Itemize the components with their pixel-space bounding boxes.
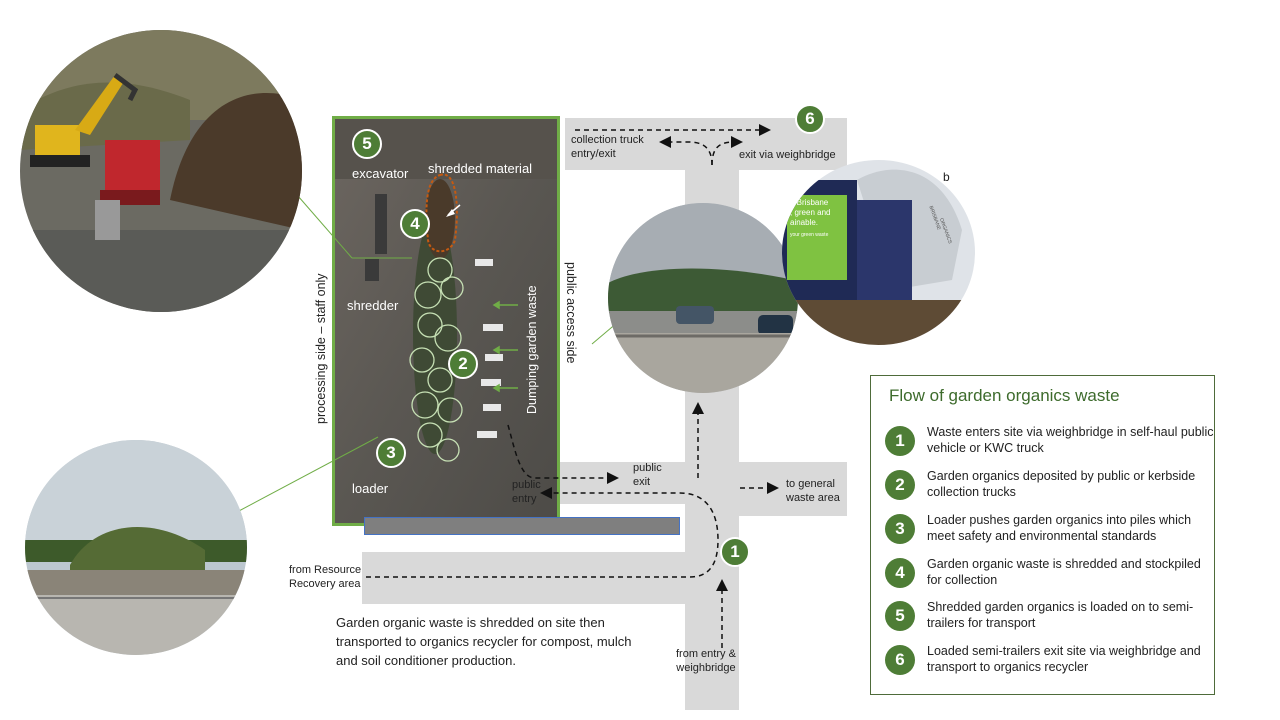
legend-badge-6: 6 xyxy=(885,645,915,675)
legend-item-2: 2 Garden organics deposited by public or… xyxy=(885,468,1210,508)
legend-badge-5: 5 xyxy=(885,601,915,631)
legend-text-6: Loaded semi-trailers exit site via weigh… xyxy=(927,644,1201,674)
diagram-caption: Garden organic waste is shredded on site… xyxy=(336,615,632,668)
badge-2: 2 xyxy=(448,349,478,379)
label-shredder: shredder xyxy=(347,298,399,313)
legend-box: Flow of garden organics waste 1 Waste en… xyxy=(870,375,1215,695)
label-public-entry: public entry xyxy=(512,479,541,505)
label-exit-weighbridge: exit via weighbridge xyxy=(739,149,836,161)
photo-letter-b: b xyxy=(943,170,950,184)
legend-text-1: Waste enters site via weighbridge in sel… xyxy=(927,425,1214,455)
legend-item-3: 3 Loader pushes garden organics into pil… xyxy=(885,512,1210,552)
photo-collection-truck: g Brisbane , green and ainable. your gre… xyxy=(782,160,975,345)
label-loader: loader xyxy=(352,481,389,496)
stockpile-outlines xyxy=(409,173,464,462)
legend-badge-4: 4 xyxy=(885,558,915,588)
legend-item-6: 6 Loaded semi-trailers exit site via wei… xyxy=(885,643,1210,683)
badge-5: 5 xyxy=(352,129,382,159)
car-icon xyxy=(676,306,714,324)
badge-3: 3 xyxy=(376,438,406,468)
badge-1: 1 xyxy=(720,537,750,567)
badge-4: 4 xyxy=(400,209,430,239)
photo-public-access xyxy=(608,203,798,393)
legend-text-5: Shredded garden organics is loaded on to… xyxy=(927,600,1194,630)
legend-item-4: 4 Garden organic waste is shredded and s… xyxy=(885,556,1210,596)
photo-garden-pile-loader xyxy=(25,440,247,655)
badge-6: 6 xyxy=(795,104,825,134)
truck-sign-text-2: , green and xyxy=(790,208,831,217)
barrier-bar xyxy=(364,517,680,535)
shredder-icon xyxy=(95,140,160,240)
label-shredded-material: shredded material xyxy=(428,161,533,176)
legend-badge-3: 3 xyxy=(885,514,915,544)
label-from-resource-recovery: from Resource Recovery area xyxy=(289,564,362,590)
legend-title: Flow of garden organics waste xyxy=(889,386,1120,405)
label-excavator: excavator xyxy=(352,166,409,181)
dumping-arrows xyxy=(492,300,518,393)
truck-sign-text-4: your green waste xyxy=(790,232,829,238)
truck-sign-text-1: g Brisbane xyxy=(790,198,829,207)
legend-item-5: 5 Shredded garden organics is loaded on … xyxy=(885,599,1210,639)
label-from-entry-weighbridge: from entry & weighbridge xyxy=(676,648,736,674)
label-public-exit: public exit xyxy=(633,462,662,488)
excavator-icon xyxy=(30,73,139,167)
legend-badge-1: 1 xyxy=(885,426,915,456)
label-collection-truck: collection truck entry/exit xyxy=(571,134,644,160)
road-resource-recovery xyxy=(362,552,685,604)
legend-badge-2: 2 xyxy=(885,470,915,500)
car-icon xyxy=(758,315,793,335)
photo-excavator-shredder xyxy=(20,30,302,312)
road-general-waste xyxy=(739,462,847,516)
truck-sign-text-3: ainable. xyxy=(790,218,819,227)
legend-text-2: Garden organics deposited by public or k… xyxy=(927,469,1196,499)
legend-text-4: Garden organic waste is shredded and sto… xyxy=(927,557,1201,587)
legend-text-3: Loader pushes garden organics into piles… xyxy=(927,513,1192,543)
label-to-general-waste: to general waste area xyxy=(786,478,840,504)
legend-item-1: 1 Waste enters site via weighbridge in s… xyxy=(885,424,1214,464)
